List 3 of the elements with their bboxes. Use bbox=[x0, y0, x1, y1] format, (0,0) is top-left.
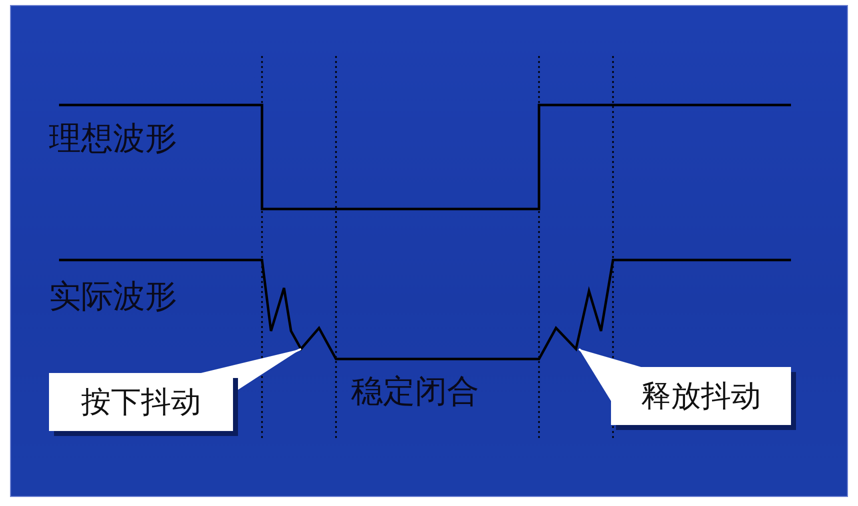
waveform-label: 稳定闭合 bbox=[351, 372, 479, 410]
waveform-label: 实际波形 bbox=[49, 277, 177, 316]
waveform-label: 理想波形 bbox=[49, 119, 177, 158]
